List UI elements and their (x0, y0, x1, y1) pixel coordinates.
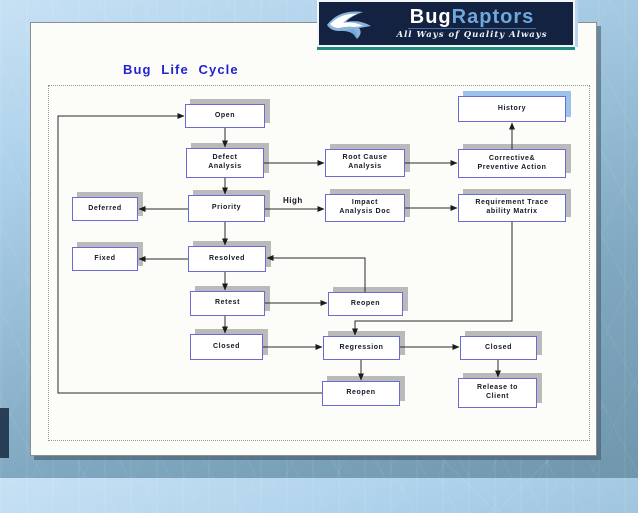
raptor-bird-icon (327, 11, 371, 39)
background-navy-strip (0, 408, 9, 458)
page-title: Bug Life Cycle (123, 62, 239, 77)
node-defect-analysis: Defect Analysis (186, 148, 264, 178)
node-closed-left: Closed (190, 334, 263, 360)
brand-name: BugRaptors (407, 6, 537, 29)
node-deferred: Deferred (72, 197, 138, 221)
node-retest: Retest (190, 291, 265, 316)
node-impact-analysis-doc: Impact Analysis Doc (325, 194, 405, 222)
node-open: Open (185, 104, 265, 128)
node-reopen-bottom: Reopen (322, 381, 400, 406)
node-release-to-client: Release to Client (458, 378, 537, 408)
node-corrective-preventive-action: Corrective& Preventive Action (458, 149, 566, 178)
brand-bug: Bug (409, 6, 452, 28)
bugraptors-logo: BugRaptors All Ways of Quality Always (317, 0, 575, 47)
edge-label-high: High (283, 196, 303, 205)
flowchart-dotted-frame (48, 85, 590, 441)
node-closed-right: Closed (460, 336, 537, 360)
brand-raptors: Raptors (451, 6, 535, 28)
node-resolved: Resolved (188, 246, 266, 272)
logo-text-block: BugRaptors All Ways of Quality Always (377, 7, 567, 40)
node-root-cause-analysis: Root Cause Analysis (325, 149, 405, 177)
logo-tagline: All Ways of Quality Always (396, 30, 548, 40)
node-fixed: Fixed (72, 247, 138, 271)
node-reopen-mid: Reopen (328, 292, 403, 316)
node-priority: Priority (188, 195, 265, 222)
node-regression: Regression (323, 336, 400, 360)
node-history: History (458, 96, 566, 122)
node-requirement-traceability-matrix: Requirement Trace ability Matrix (458, 194, 566, 222)
